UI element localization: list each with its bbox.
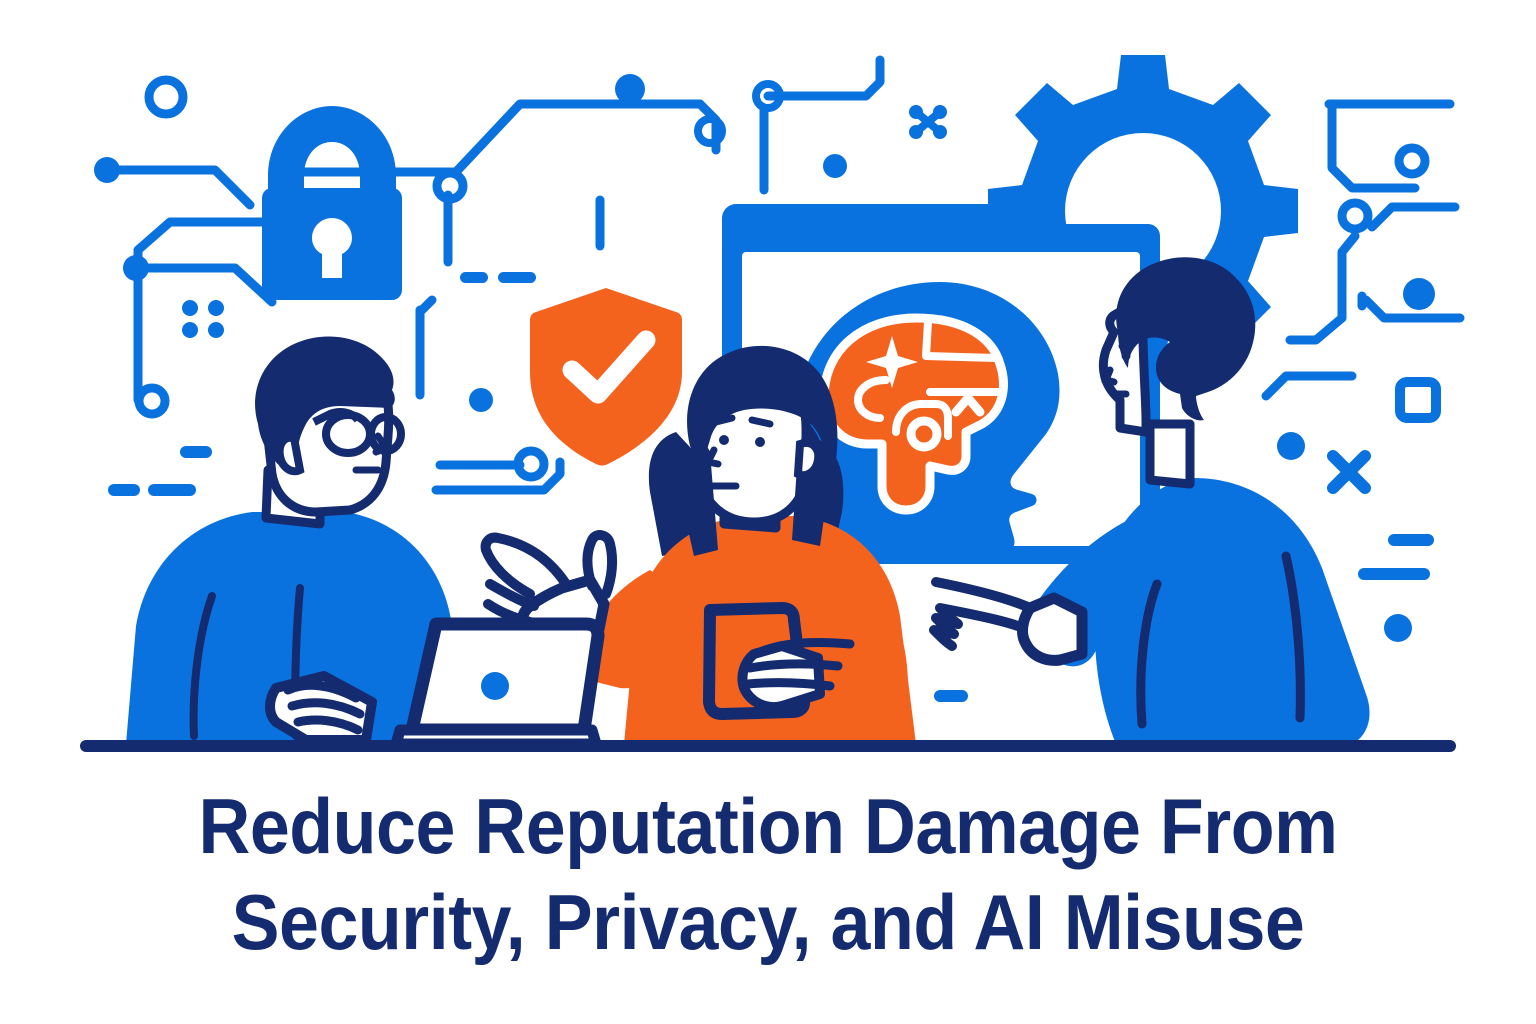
eye [719,435,729,445]
ear [793,439,823,480]
circuit-node-dot [1384,614,1412,642]
eyebrow [712,414,736,426]
laptop-logo-dot [481,672,509,700]
x-mark [1327,450,1371,494]
circuit-node-ring [432,168,468,204]
glasses [312,408,405,457]
circuit-node-dot [469,388,493,412]
person-center [480,345,916,746]
brain-line [922,318,1000,362]
circuit-trace [1285,231,1360,345]
padlock-icon [262,106,402,300]
dash-mark [934,690,968,702]
dot-grid-dot [182,322,198,338]
fold-line [1281,551,1305,723]
brain-sparkle [866,336,918,388]
dash-mark [460,272,488,283]
title-line-2: Security, Privacy, and AI Misuse [231,878,1305,966]
circuit-trace [1261,371,1357,401]
title-block: Reduce Reputation Damage From Security, … [0,778,1536,970]
laptop-icon [390,617,605,750]
circuit-node-ring [1394,143,1430,179]
hand-right [737,637,855,712]
circuit-trace [1361,295,1465,323]
pointing-hand [929,577,1088,666]
fold-line [1136,579,1162,729]
dash-mark [1388,534,1434,546]
circuit-node-dot [1403,278,1435,310]
circuit-trace [1367,202,1460,232]
eyebrow [748,416,774,428]
shield-check-icon [530,288,682,466]
circuit-node-dot [123,255,149,281]
brain-chevron [951,393,985,417]
circuit-node-ring [752,80,784,112]
circuit-trace [1327,101,1420,193]
nose [1101,366,1118,386]
circuit-trace [131,263,277,307]
dash-mark [180,446,212,458]
circuit-trace [431,457,565,495]
dot-grid-dot [208,300,224,316]
circuit-node-ring [1337,198,1373,234]
index-finger [931,577,1035,613]
title-line-1: Reduce Reputation Damage From [198,782,1338,870]
dash-mark [148,484,196,496]
circuit-node-dot [615,74,645,104]
circuit-node-ring [134,383,170,419]
decor-marks [108,105,1441,702]
circuit-trace [415,295,437,317]
padlock-keyhole [312,218,352,278]
dot-grid-dot [208,322,224,338]
checkmark [562,330,656,404]
eye [755,437,765,447]
ai-head-icon [796,282,1060,546]
eyebrow [1118,338,1134,350]
circuit-trace [133,217,275,405]
hands-on-laptop [265,671,377,745]
circuit-node-dot [94,157,120,183]
circuit-nodes [94,74,1435,642]
ear [275,433,305,476]
dash-mark [1358,568,1430,580]
dash-mark [108,484,140,496]
circuit-trace [101,165,255,210]
circuit-node-ring [144,75,188,119]
x-mark [912,108,944,136]
square-outline-mark [1395,377,1441,423]
desk-line [80,740,1456,752]
circuit-traces [101,55,1465,495]
circuit-node-ring [694,115,726,147]
circuit-node-ring [513,446,549,482]
brain-node [906,416,942,452]
eye [1121,351,1131,361]
person-right [929,257,1370,744]
fold-line [189,592,216,740]
nose [702,446,722,468]
dash-mark [498,272,536,283]
circuit-node-dot [823,154,847,178]
tablet [703,602,811,720]
dot-grid-dot [182,300,198,316]
circuit-trace [763,55,885,101]
circuit-node-dot [1277,432,1305,460]
